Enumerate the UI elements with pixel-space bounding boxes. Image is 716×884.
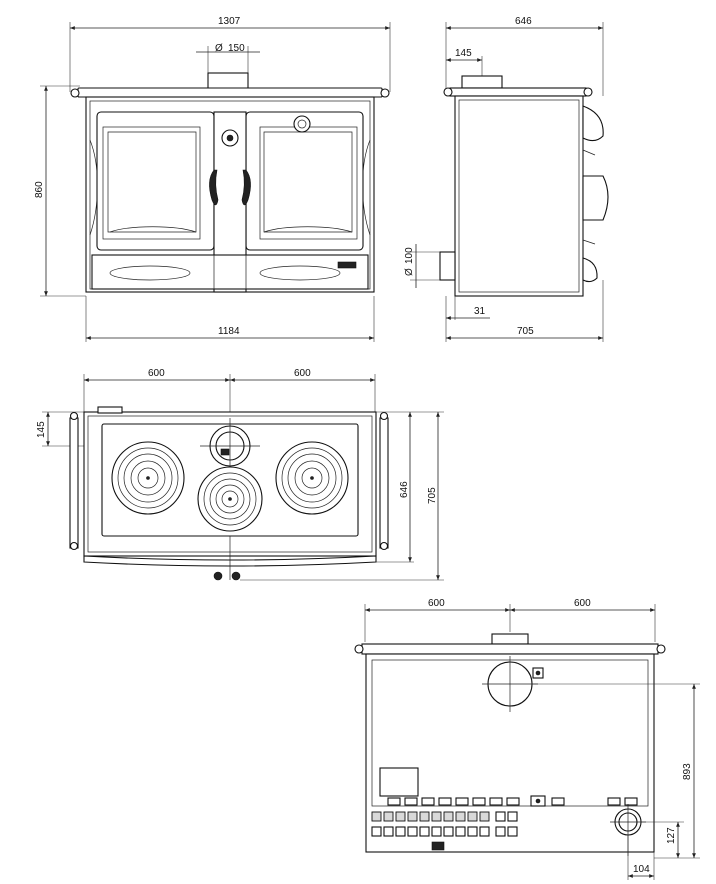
top-view: 600 600 145	[36, 368, 444, 581]
front-view: 1307 Ø 150	[34, 16, 391, 342]
front-width-overall-label: 1307	[218, 16, 241, 27]
side-view: 646 145 Ø 100 31 705	[404, 16, 609, 342]
side-depth-top-label: 646	[515, 16, 532, 27]
hotplate-right	[275, 441, 349, 515]
rear-view: 600 600	[354, 598, 700, 880]
vent-grid-lower	[371, 811, 518, 851]
vent-slots-upper	[387, 795, 638, 807]
rear-left-half-label: 600	[428, 598, 445, 609]
side-outlet-offset-label: 31	[474, 306, 486, 317]
rear-outlet-bottom-label: 127	[666, 827, 677, 844]
hotplate-center	[197, 466, 263, 532]
top-depth-overall-label: 705	[427, 487, 438, 504]
side-outlet-diameter-label: 100	[404, 247, 415, 264]
side-depth-overall-label: 705	[517, 326, 534, 337]
hotplate-left	[111, 441, 185, 515]
rear-right-half-label: 600	[574, 598, 591, 609]
front-flue-diameter-label: 150	[228, 43, 245, 54]
top-right-half-label: 600	[294, 368, 311, 379]
front-flue-diameter-symbol: Ø	[215, 43, 223, 54]
side-flue-offset-label: 145	[455, 48, 472, 59]
front-width-body-label: 1184	[218, 326, 240, 337]
rear-outlet-height-label: 893	[682, 763, 693, 780]
top-depth-body-label: 646	[399, 481, 410, 498]
front-height-label: 860	[34, 181, 45, 198]
rear-outlet-side-label: 104	[633, 864, 650, 875]
side-outlet-diameter-symbol: Ø	[404, 268, 415, 276]
top-flue-offset-label: 145	[36, 421, 47, 438]
top-left-half-label: 600	[148, 368, 165, 379]
